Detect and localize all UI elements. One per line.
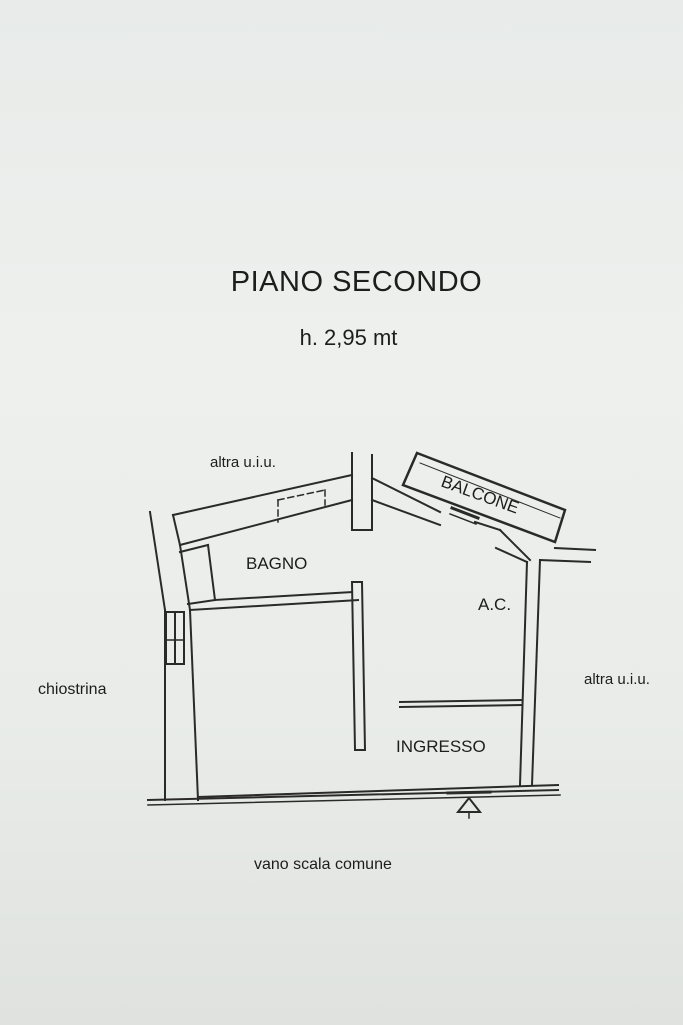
ceiling-height: h. 2,95 mt xyxy=(299,325,398,350)
ingresso-partition xyxy=(398,698,524,709)
wall-top-left xyxy=(171,473,354,547)
wall-bottom xyxy=(146,783,561,806)
balcony-outline xyxy=(401,451,567,544)
wall-right xyxy=(518,546,597,787)
room-label-ac: A.C. xyxy=(478,595,511,614)
plan-title: PIANO SECONDO xyxy=(230,266,483,298)
wall-top-right xyxy=(370,476,532,564)
room-label-balcone: BALCONE xyxy=(439,472,522,518)
room-label-ingresso: INGRESSO xyxy=(396,737,486,756)
entrance-arrow-icon xyxy=(455,796,483,819)
courtyard-label: chiostrina xyxy=(38,681,107,698)
balcony-door xyxy=(449,506,480,525)
room-label-bagno: BAGNO xyxy=(246,554,307,573)
wall-top-stubs xyxy=(351,452,373,531)
entrance-door xyxy=(446,790,492,795)
central-wall xyxy=(350,580,367,752)
stairwell-label: vano scala comune xyxy=(254,856,392,873)
chiostrina-window xyxy=(165,611,185,665)
bagno-walls xyxy=(178,543,363,612)
neighbor-label-top: altra u.i.u. xyxy=(210,454,276,471)
bagno-niche xyxy=(277,489,326,523)
neighbor-label-right: altra u.i.u. xyxy=(584,671,650,688)
